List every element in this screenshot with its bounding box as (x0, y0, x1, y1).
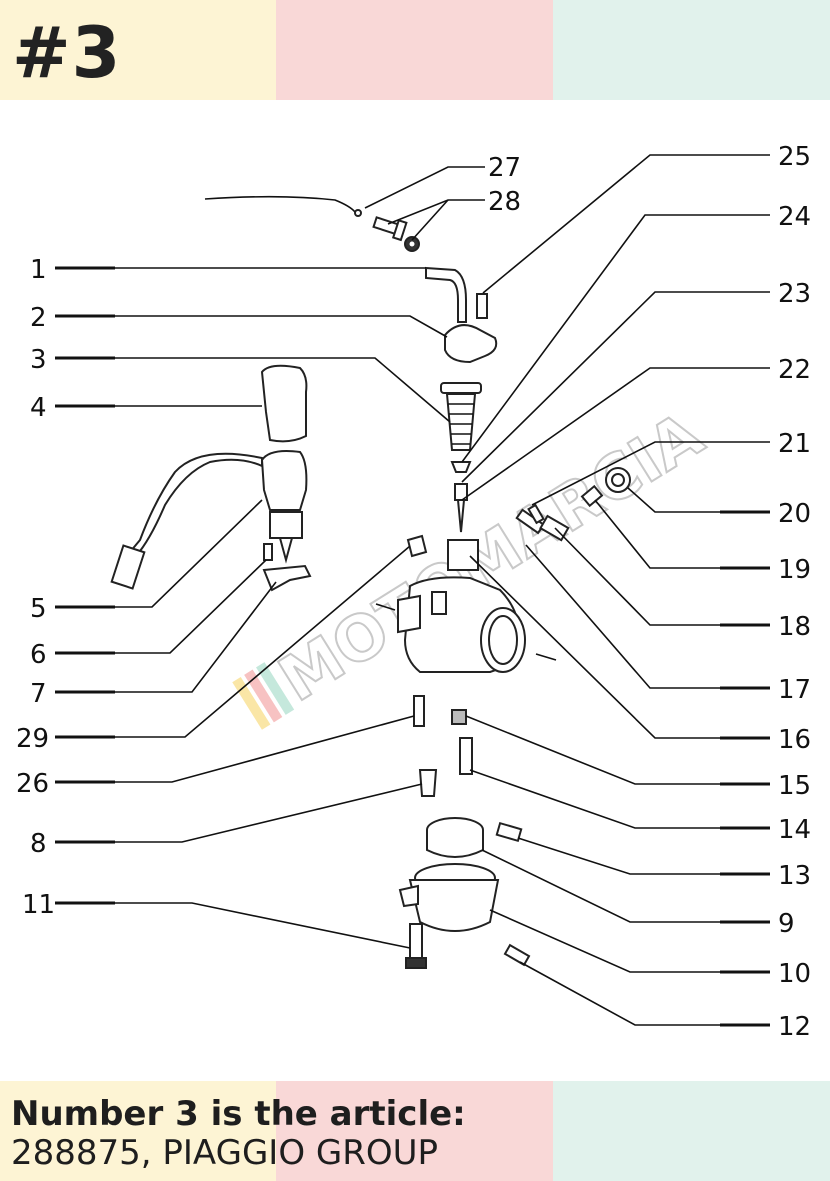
callout-11: 11 (22, 890, 55, 920)
exploded-parts-diagram: MOTOMARCIA (16, 142, 811, 1042)
callout-2: 2 (30, 303, 47, 333)
callout-17: 17 (778, 675, 811, 705)
callout-18: 18 (778, 612, 811, 642)
callout-5: 5 (30, 594, 47, 624)
callout-24: 24 (778, 202, 811, 232)
callout-1: 1 (30, 255, 47, 285)
callout-19: 19 (778, 555, 811, 585)
callout-16: 16 (778, 725, 811, 755)
callout-22: 22 (778, 355, 811, 385)
callout-12: 12 (778, 1012, 811, 1042)
header-band-mint (553, 0, 830, 100)
callout-25: 25 (778, 142, 811, 172)
callout-29: 29 (16, 724, 49, 754)
callout-15: 15 (778, 771, 811, 801)
callout-8: 8 (30, 829, 47, 859)
item-number-badge: #3 (12, 12, 122, 94)
footer-band (0, 1081, 830, 1181)
article-caption-heading: Number 3 is the article: (11, 1094, 466, 1134)
callout-23: 23 (778, 279, 811, 309)
callout-13: 13 (778, 861, 811, 891)
callout-3: 3 (30, 345, 47, 375)
header-band-yellow (0, 0, 276, 100)
callout-10: 10 (778, 959, 811, 989)
callout-28: 28 (488, 187, 521, 217)
callout-26: 26 (16, 769, 49, 799)
callout-21: 21 (778, 429, 811, 459)
header-band-pink (276, 0, 553, 100)
header-band (0, 0, 830, 100)
callout-6: 6 (30, 640, 47, 670)
footer-band-mint (553, 1081, 830, 1181)
callout-9: 9 (778, 909, 795, 939)
callout-7: 7 (30, 679, 47, 709)
callout-4: 4 (30, 393, 47, 423)
callout-27: 27 (488, 153, 521, 183)
article-caption-number: 288875, PIAGGIO GROUP (11, 1133, 439, 1173)
footer-band-yellow (0, 1081, 276, 1181)
callout-14: 14 (778, 815, 811, 845)
callout-20: 20 (778, 499, 811, 529)
footer-band-pink (276, 1081, 553, 1181)
